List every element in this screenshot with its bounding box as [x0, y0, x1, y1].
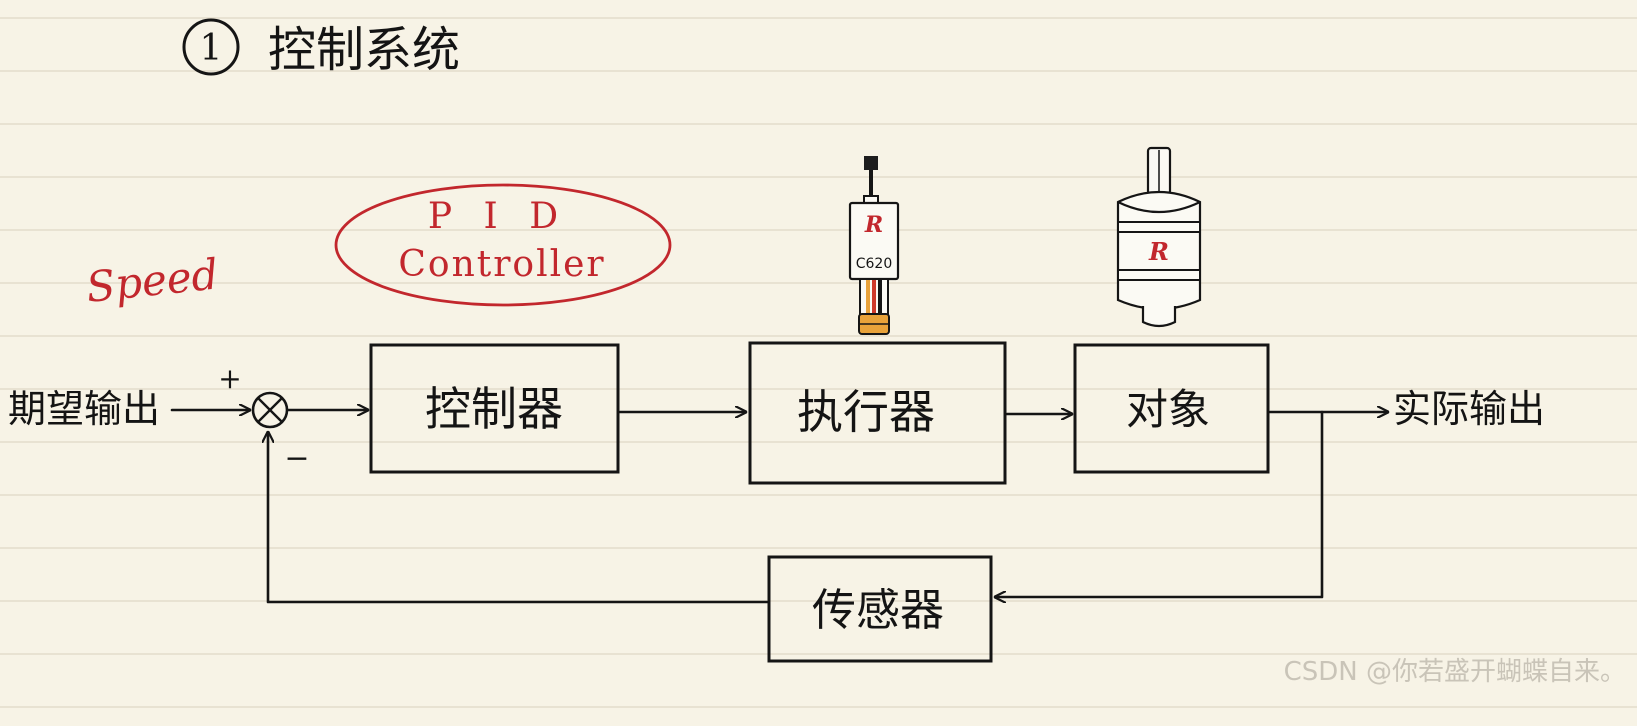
watermark: CSDN @你若盛开蝴蝶自来。 — [1284, 657, 1626, 687]
esc-c620-device: R C620 — [848, 156, 900, 335]
minus-sign: − — [284, 441, 309, 476]
motor-band-lower — [1117, 269, 1201, 281]
motor-device: R — [1116, 146, 1202, 328]
title-number-circle — [182, 18, 240, 76]
motor-logo: R — [1148, 237, 1169, 266]
pid-label-line1: P I D — [428, 196, 568, 237]
motor-top-rim — [1117, 201, 1201, 214]
actuator-label: 执行器 — [797, 385, 935, 439]
plant-block — [1073, 343, 1270, 474]
controller-label: 控制器 — [425, 382, 563, 436]
speed-label: Speed — [84, 249, 221, 312]
diagram-title: 1 控制系统 — [182, 18, 460, 78]
output-label: 实际输出 — [1393, 387, 1545, 431]
sensor-to-junction-feedback — [268, 430, 769, 604]
esc-antenna-cap — [864, 156, 878, 170]
motor-base — [1141, 306, 1177, 328]
plus-sign: + — [218, 362, 241, 395]
esc-model-label: C620 — [856, 256, 893, 272]
controller-block — [369, 343, 620, 474]
pid-label-line2: Controller — [398, 244, 605, 285]
summing-junction — [251, 391, 289, 429]
title-text: 控制系统 — [268, 22, 460, 78]
sensor-label: 传感器 — [812, 585, 944, 636]
esc-logo: R — [864, 212, 883, 238]
input-label: 期望输出 — [8, 387, 160, 431]
sensor-block — [767, 555, 993, 663]
pid-ellipse — [334, 183, 672, 307]
title-number: 1 — [200, 28, 223, 69]
output-to-sensor-feedback — [993, 410, 1324, 597]
motor-band-upper — [1117, 221, 1201, 233]
actuator-block — [748, 341, 1007, 485]
plant-label: 对象 — [1126, 385, 1210, 434]
